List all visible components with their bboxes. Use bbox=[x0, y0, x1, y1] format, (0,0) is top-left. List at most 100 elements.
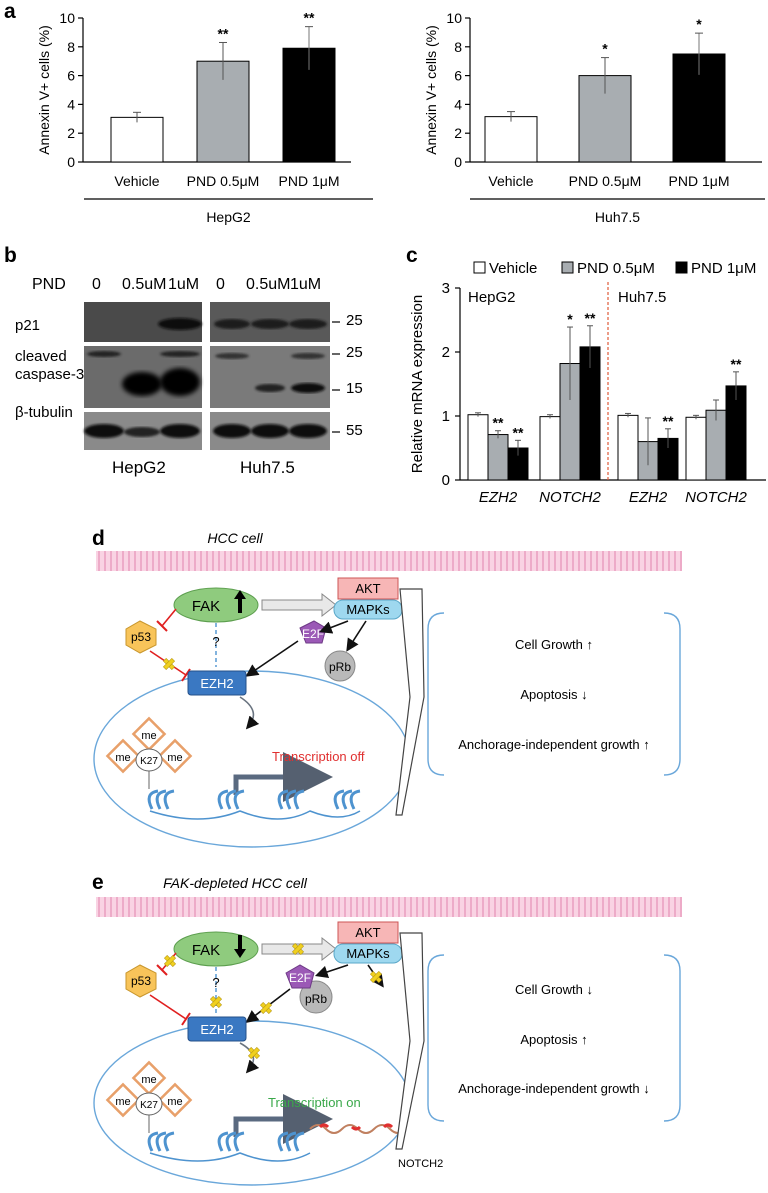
e-fak-down-icon bbox=[234, 935, 246, 958]
d-fak-akt-arrow bbox=[261, 592, 337, 618]
significance-mark: * bbox=[602, 41, 608, 57]
d-histone-marks: me me me K27 bbox=[105, 716, 193, 789]
e-outcome-anchorage: Anchorage-independent growth ↓ bbox=[458, 1081, 650, 1096]
y-tick-label: 6 bbox=[67, 68, 75, 84]
d-ezh2-node bbox=[187, 670, 247, 696]
d-e2f-label: E2F bbox=[302, 627, 324, 641]
x-tick-label: EZH2 bbox=[479, 489, 518, 506]
y-tick-label: 6 bbox=[454, 68, 462, 84]
blot-cellline-hepg2: HepG2 bbox=[112, 458, 166, 477]
y-tick-label: 0 bbox=[454, 154, 462, 170]
d-transcription-arrow bbox=[233, 752, 333, 802]
lane-label: 0 bbox=[92, 276, 101, 293]
d-membrane bbox=[96, 551, 682, 571]
y-axis-label: Annexin V+ cells (%) bbox=[36, 25, 52, 155]
band-casp-h3 bbox=[160, 368, 200, 396]
band-casp-u3 bbox=[291, 383, 325, 393]
d-me-2: me bbox=[115, 752, 130, 764]
x-tick-label: NOTCH2 bbox=[539, 489, 601, 506]
bar bbox=[685, 416, 707, 481]
marker-15: 15 bbox=[346, 380, 363, 397]
significance-mark: ** bbox=[493, 415, 504, 431]
band-p21-u1 bbox=[214, 319, 250, 329]
band-tub-u2 bbox=[251, 424, 289, 438]
x-tick-label: PND 1μM bbox=[669, 173, 730, 189]
panel-letter-e: e bbox=[92, 871, 104, 894]
significance-mark: ** bbox=[304, 10, 315, 26]
band-casp-u2 bbox=[255, 384, 285, 392]
marker-55: 55 bbox=[346, 422, 363, 439]
x-tick-label: PND 0.5μM bbox=[187, 173, 260, 189]
e-akt-label: AKT bbox=[355, 925, 380, 940]
legend-label: PND 0.5μM bbox=[577, 260, 655, 277]
band-tub-h2 bbox=[124, 427, 160, 437]
row-label-caspase: cleaved caspase-3 bbox=[15, 348, 84, 384]
y-tick-label: 0 bbox=[67, 154, 75, 170]
d-outcome-anchorage: Anchorage-independent growth ↑ bbox=[458, 737, 650, 752]
y-tick-label: 10 bbox=[59, 10, 75, 26]
d-akt-node bbox=[337, 577, 399, 600]
band-casp-h2 bbox=[122, 372, 162, 396]
d-title: HCC cell bbox=[207, 530, 263, 546]
d-ezh2-label: EZH2 bbox=[200, 676, 233, 691]
e-histone-marks: me me me K27 bbox=[105, 1060, 193, 1133]
y-tick-label: 1 bbox=[442, 408, 450, 425]
x-tick-label: Vehicle bbox=[488, 173, 533, 189]
group-label: HepG2 bbox=[206, 209, 251, 225]
x-tick-label: NOTCH2 bbox=[685, 489, 747, 506]
row-label-caspase-line1: cleaved bbox=[15, 348, 67, 365]
y-tick-label: 10 bbox=[446, 10, 462, 26]
band-casp-h3-top bbox=[160, 351, 200, 357]
significance-mark: ** bbox=[218, 25, 229, 41]
band-casp-h1-top bbox=[87, 351, 121, 357]
x-tick-label: PND 1μM bbox=[279, 173, 340, 189]
legend-swatch bbox=[561, 261, 574, 274]
panel-letter-d: d bbox=[92, 527, 105, 550]
significance-mark: ** bbox=[731, 356, 742, 372]
group-label: Huh7.5 bbox=[595, 209, 640, 225]
e-transcription-label: Transcription on bbox=[268, 1095, 361, 1110]
d-outcome-apoptosis: Apoptosis ↓ bbox=[520, 687, 587, 702]
e-outcome-growth: Cell Growth ↓ bbox=[515, 982, 593, 997]
x-tick-label: EZH2 bbox=[629, 489, 668, 506]
d-me-3: me bbox=[167, 752, 182, 764]
y-axis-label: Relative mRNA expression bbox=[409, 295, 426, 473]
d-chevron bbox=[395, 588, 425, 816]
band-tub-u1 bbox=[213, 424, 251, 438]
e-k27: K27 bbox=[140, 1100, 158, 1111]
lane-label: 0.5uM bbox=[246, 276, 291, 293]
y-tick-label: 2 bbox=[67, 125, 75, 141]
cellline-label-hepg2: HepG2 bbox=[468, 289, 516, 306]
e-membrane bbox=[96, 897, 682, 917]
significance-mark: * bbox=[567, 311, 573, 327]
bar bbox=[617, 414, 639, 481]
e-ezh2-node bbox=[187, 1016, 247, 1042]
y-tick-label: 2 bbox=[442, 344, 450, 361]
d-me-1: me bbox=[141, 730, 156, 742]
band-p21-h3 bbox=[158, 318, 202, 330]
e-cross-icon-1 bbox=[291, 942, 305, 956]
bar bbox=[705, 409, 727, 481]
y-tick-label: 0 bbox=[442, 472, 450, 489]
d-mapks-label: MAPKs bbox=[346, 602, 390, 617]
treatment-label: PND bbox=[32, 276, 66, 293]
bar-vehicle bbox=[484, 116, 538, 163]
d-akt-label: AKT bbox=[355, 581, 380, 596]
e-title: FAK-depleted HCC cell bbox=[163, 875, 308, 891]
e-cross-icon-3 bbox=[209, 995, 223, 1009]
e-fak-node bbox=[173, 931, 259, 967]
d-fak-up-icon bbox=[234, 590, 246, 613]
x-tick-label: Vehicle bbox=[114, 173, 159, 189]
e-akt-node bbox=[337, 921, 399, 944]
legend-label: PND 1μM bbox=[691, 260, 756, 277]
significance-mark: ** bbox=[663, 413, 674, 429]
bar bbox=[725, 385, 747, 481]
e-cross-icon-5 bbox=[259, 1001, 273, 1015]
d-fak-label: FAK bbox=[192, 598, 220, 615]
legend-label: Vehicle bbox=[489, 260, 537, 277]
row-label-tubulin: β-tubulin bbox=[15, 404, 73, 421]
marker-25b: 25 bbox=[346, 344, 363, 361]
legend-swatch bbox=[675, 261, 688, 274]
d-k27: K27 bbox=[140, 756, 158, 767]
